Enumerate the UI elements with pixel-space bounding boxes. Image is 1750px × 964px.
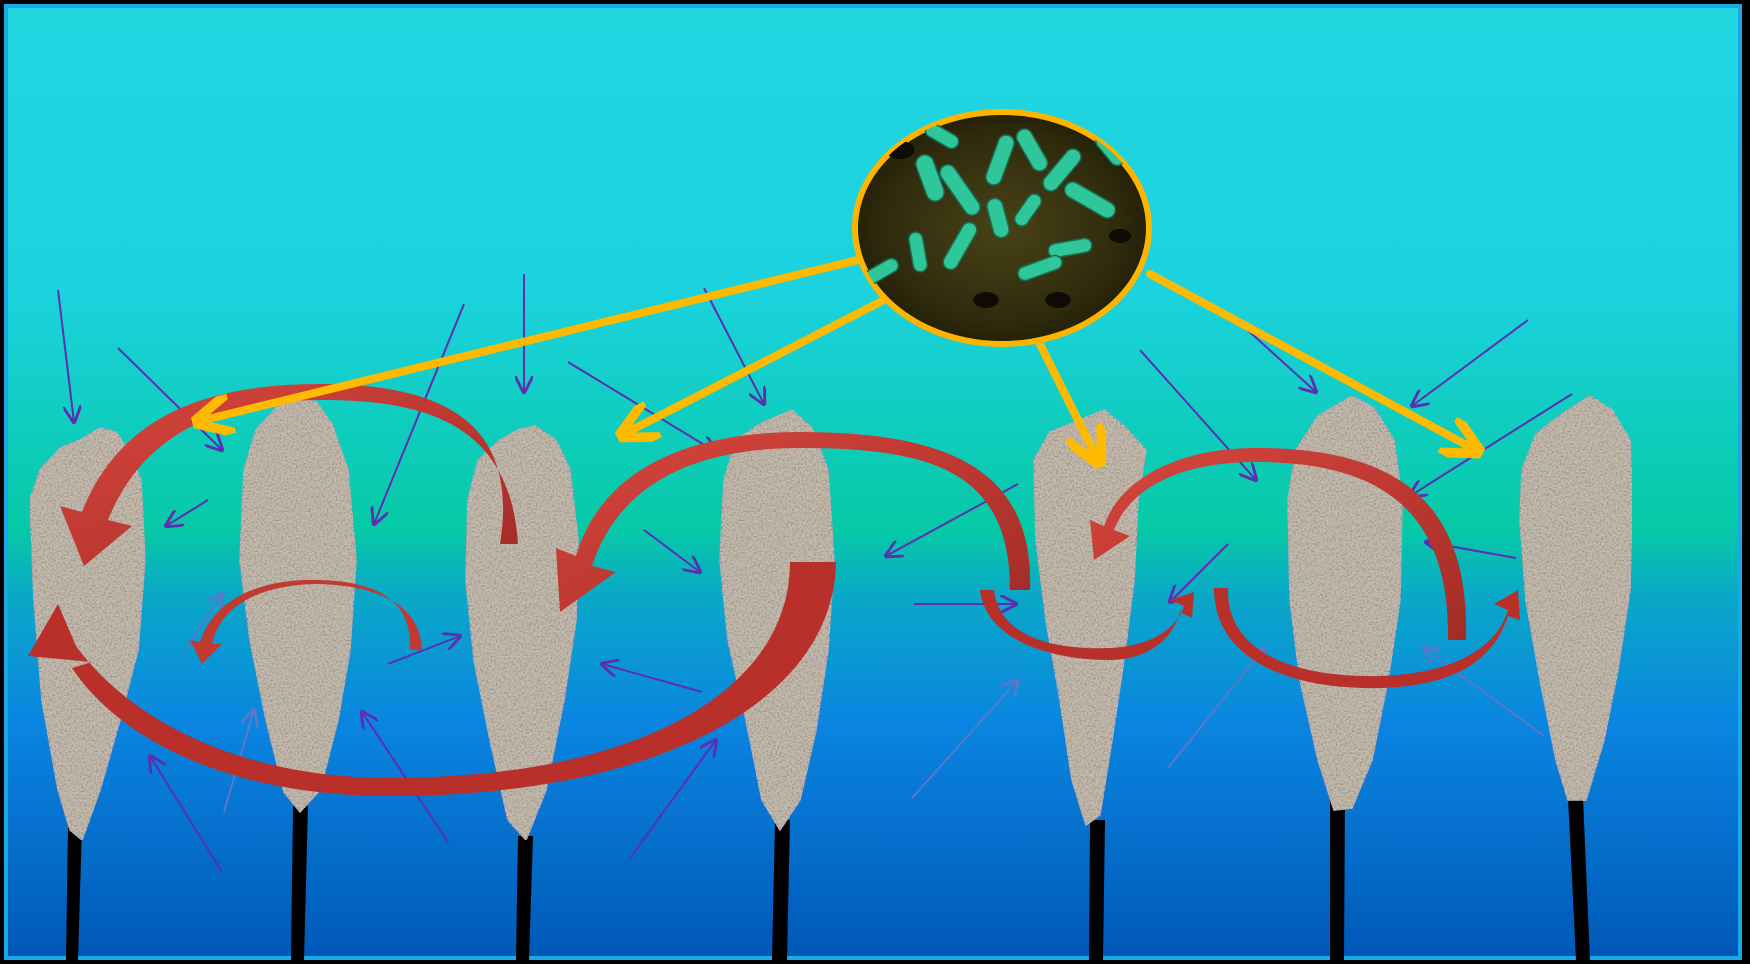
pore-icon bbox=[973, 292, 999, 308]
stem-4 bbox=[772, 820, 790, 960]
pore-icon bbox=[1045, 292, 1071, 308]
bacteria-cluster-icon bbox=[852, 109, 1152, 347]
pore-icon bbox=[1109, 229, 1131, 243]
stem-6 bbox=[1330, 795, 1345, 960]
stem-5 bbox=[1089, 820, 1105, 960]
